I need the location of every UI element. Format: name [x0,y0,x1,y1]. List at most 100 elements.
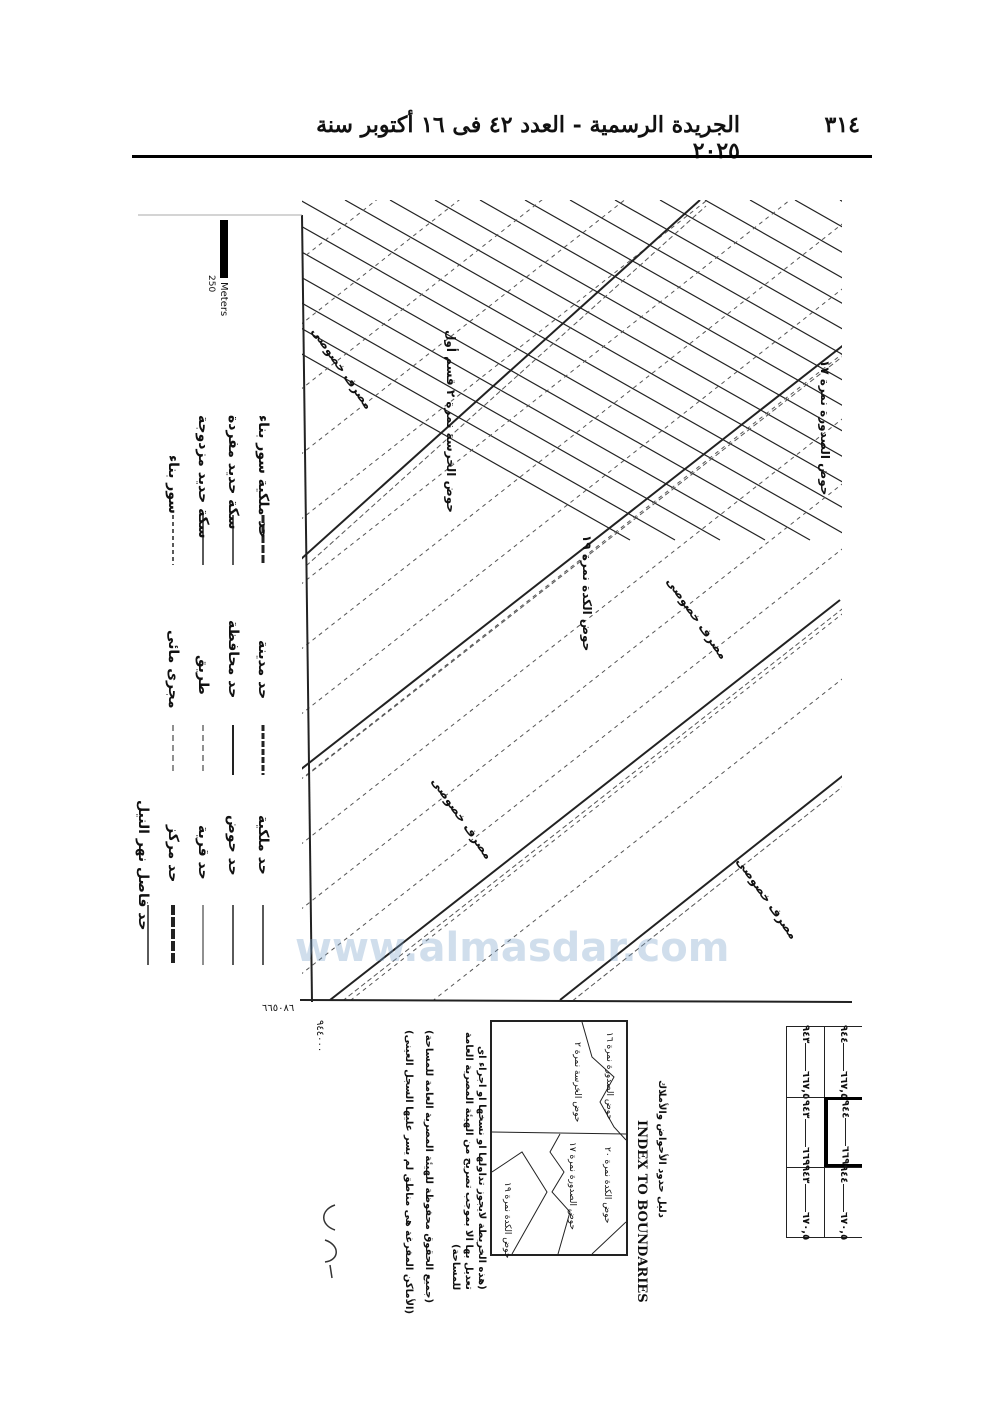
parcel-boundary [389,200,842,457]
parcel-boundary [839,200,842,202]
index-title-english: INDEX TO BOUNDARIES [634,1120,649,1303]
watermark-url: www.almasdar.com [295,925,730,971]
sheet-northing: ٦٦٧,٥ [838,1071,849,1100]
index-note: (جميع الحقوق محفوظة للهيئة المصرية العام… [423,1030,434,1304]
legend-item: حد قرية [195,825,211,880]
easting-coordinate: ٩٤٤٠٠٠ [314,1020,325,1053]
parcel-boundary [302,225,842,534]
drain-line [302,344,842,770]
legend-item: حد حوض [225,815,241,876]
drain-line [329,599,841,1000]
parcel-subdivision [302,548,842,975]
parcel-subdivision [302,200,460,325]
parcel-subdivision [302,200,791,585]
drain-edge [305,356,842,777]
parcel-boundary [344,200,842,483]
parcel-boundary [479,200,842,406]
index-note: (هذه الخريطة لايجوز تداولها او نسخها او … [450,1032,487,1290]
fraction-bar [805,1043,806,1072]
fraction-bar [805,1118,806,1147]
gazette-header-title: الجريدة الرسمية - العدد ٤٢ فى ١٦ أكتوبر … [316,112,740,164]
legend-item: سكة حديد مزدوجة [195,415,211,539]
parcel-boundary [659,200,842,304]
handwritten-signature [323,1204,337,1279]
sheet-cell: ٩٤٤ ٦٦٧,٥ [824,1024,862,1100]
parcel-boundary [434,200,842,432]
sheet-easting: ٩٤٤ [838,1165,849,1184]
sheet-northing: ٦٧٠,٥ [838,1211,849,1240]
index-basin-label: حوض الخرسة نمرة ٢ [572,1042,582,1123]
parcel-subdivision [302,200,626,455]
parcel-subdivision [302,223,842,650]
sheet-easting: ٩٤٣ [800,1165,811,1184]
parcel-boundary [704,200,842,279]
parcel-boundary [614,200,842,330]
drain-edge [342,608,842,1000]
sheet-cell: ٩٤٤ ٦٦٩ [824,1097,862,1167]
parcel-boundary [930,200,1004,540]
sheet-cell: ٩٤٣ ٦٧٠,٥ [786,1165,824,1240]
legend-item: حد ملكية [255,815,271,875]
sheet-northing: ٦٧٠,٥ [800,1211,811,1240]
parcel-boundary [302,302,721,541]
index-basin-label: حوض الصدورة نمرة ١٦ [604,1032,614,1120]
legend-item: حد ملكية سور بناء [255,415,271,539]
index-map-lines [492,1022,626,1254]
parcel-boundary [302,200,842,508]
sheet-cell: ٩٤٣ ٦٦٩ [786,1097,824,1167]
legend-item: حد محافظة [225,620,241,699]
parcel-subdivision [302,483,842,910]
drain-line [559,775,842,1000]
scale-value: 250 [206,275,216,293]
parcel-subdivision [302,200,378,260]
basin-label: حوض الكدة نمرة ١٩ [580,535,594,652]
legend-item: حد مدينة [255,640,271,700]
parcel-boundary [749,200,842,253]
scale-unit: Meters [218,282,229,317]
parcel-subdivision [432,678,842,1000]
map-frame-bottom [299,999,853,1003]
parcel-boundary [569,200,842,355]
index-basin-label: حوض الكدة نمرة ٢٠ [602,1147,612,1224]
legend-symbols [147,515,265,965]
sheet-northing: ٦٦٩ [839,1146,851,1165]
index-basin-label: حوض الصدورة نمرة ١٧ [567,1142,577,1230]
sheet-northing: ٦٦٩ [800,1146,811,1165]
drain-line [302,200,701,560]
sheet-cell: ٩٤٤ ٦٧٠,٥ [824,1165,862,1240]
parcel-boundary [975,200,1004,540]
parcel-subdivision [350,613,842,1000]
index-note: (الأماكن المفرغة هى مناطق لم يسر عليها ا… [403,1030,414,1315]
sheet-northing: ٦٦٧,٥ [800,1071,811,1100]
northing-coordinate: ٦٦٥٠٨٦ [262,1003,295,1014]
legend-item: طريق [195,655,211,695]
scale-bar [220,220,228,278]
parcel-subdivision [302,200,709,520]
parcel-subdivision [302,353,842,780]
legend-item: سكة حديد مفردة [225,415,241,530]
parcel-lines [302,200,1004,1000]
parcel-boundary [302,353,631,541]
fraction-bar [805,1183,806,1212]
legend-item: حد مركز [165,825,181,883]
parcel-boundary [302,327,676,541]
legend-item: سور بناء [165,455,181,514]
header-divider [132,155,872,158]
parcel-boundary [302,276,766,541]
parcel-subdivision [302,288,842,715]
map-frame-left [301,214,313,1003]
drain-edge [572,786,842,1000]
index-basin-label: حوض الكدة نمرة ١٩ [502,1182,512,1259]
basin-label: حوض الصدورة نمرة ١٧ [818,360,832,496]
parcel-boundary [885,200,1004,540]
parcel-subdivision [302,200,543,390]
sheet-easting: ٩٤٤ [838,1024,849,1044]
sheet-easting: ٩٤٣ [800,1100,811,1119]
fraction-bar [843,1183,844,1212]
fraction-bar [843,1043,844,1072]
page-number: ٣١٤ [824,112,860,138]
legend-item: مجرى مائى [165,630,181,709]
sheet-easting: ٩٤٤ [839,1099,851,1118]
